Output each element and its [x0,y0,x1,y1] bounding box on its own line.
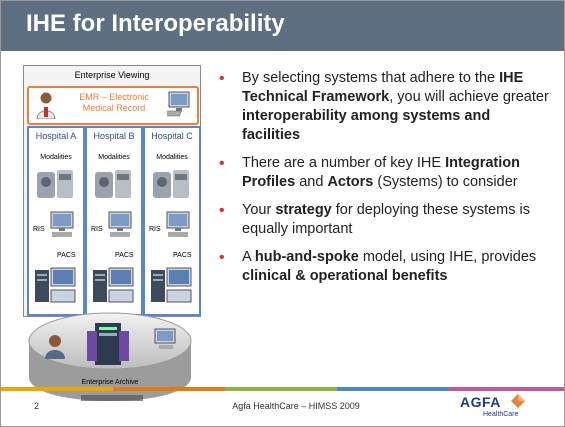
emr-label-line2: Medical Record [82,103,146,113]
pacs-server-icon [151,267,192,303]
workstation-icon [167,91,190,117]
bullet-text-bold: Actors [327,174,374,190]
bullet-text: model, using IHE, provides [358,249,537,265]
bullet-text: and [295,174,328,190]
bullet-text-bold: Integration Profiles [242,155,521,190]
footer-stripe-3 [225,387,337,391]
ris-workstation-icon [108,211,132,237]
ris-workstation-icon [50,211,74,237]
bullet-item: • There are a number of key IHE Integrati… [219,154,549,192]
hospital-b-ris: RIS [91,226,103,233]
hospital-c-ris: RIS [149,226,161,233]
enterprise-diagram: Enterprise Viewing EMR – Electronic Medi… [23,65,201,411]
bullet-text: for deploying these systems is equally i… [242,202,531,237]
title-bar: IHE for Interoperability [1,1,564,51]
enterprise-box: Enterprise Viewing EMR – Electronic Medi… [23,65,201,317]
bullet-text: , you will achieve greater [389,89,549,105]
ris-workstation-icon [166,211,190,237]
bullet-item: • A hub-and-spoke model, using IHE, provi… [219,248,549,286]
pacs-server-icon [35,267,76,303]
bullet-text: A [242,249,255,265]
footer-stripe-5 [449,387,564,391]
hospital-c-pacs: PACS [173,252,192,259]
bullet-text-bold: hub-and-spoke [254,249,359,265]
bullet-text: By selecting systems that adhere to the [242,70,500,86]
modalities-icon [37,170,73,198]
bullet-text: (Systems) to consider [373,174,518,190]
agfa-diamond-icon [511,394,525,408]
bullet-icon: • [219,70,225,87]
hospital-c-modalities: Modalities [156,154,188,161]
bullet-icon: • [219,155,225,172]
hospital-a-pacs: PACS [57,252,76,259]
enterprise-viewing-label: Enterprise Viewing [74,70,150,80]
hospital-a: Hospital A Modalities RIS PACS [27,126,85,316]
hospital-b-title: Hospital B [93,131,135,141]
hospital-b: Hospital B Modalities RIS PACS [85,126,143,316]
hospital-a-ris: RIS [33,226,45,233]
slide-title: IHE for Interoperability [26,10,285,37]
doctor-icon [36,92,56,119]
bullet-icon: • [219,249,225,266]
hospital-a-modalities: Modalities [40,154,72,161]
bullet-text-bold: interoperability among systems and facil… [242,108,491,143]
bullet-text-bold: IHE Technical Framework [242,70,524,105]
hospital-b-modalities: Modalities [98,154,130,161]
hospital-c: Hospital C Modalities RIS PACS [143,126,201,316]
enterprise-archive: Enterprise Archive [25,311,195,409]
hospital-c-title: Hospital C [151,131,193,141]
bullet-item: • By selecting systems that adhere to the… [219,69,549,145]
bullet-item: • Your strategy for deploying these syste… [219,201,549,239]
bullet-icon: • [219,202,225,219]
archive-disc-icon [28,312,192,401]
footer-text: Agfa HealthCare – HIMSS 2009 [232,401,360,411]
page-number: 2 [34,401,40,411]
modalities-icon [95,170,131,198]
bullet-text-bold: strategy [275,202,332,218]
hospital-a-title: Hospital A [35,131,77,141]
bullet-list: • By selecting systems that adhere to the… [219,69,549,295]
pacs-server-icon [93,267,134,303]
agfa-logo-sub: HealthCare [483,411,519,418]
emr-label: EMR – Electronic Medical Record [65,92,163,114]
bullet-text: Your [242,202,276,218]
emr-box: EMR – Electronic Medical Record [27,86,199,125]
modalities-icon [153,170,189,198]
bullet-text-bold: clinical & operational benefits [242,268,448,284]
emr-label-line1: EMR – Electronic [79,92,149,102]
footer-stripe-2 [113,387,225,391]
enterprise-archive-label: Enterprise Archive [81,379,139,386]
agfa-logo: AGFA [460,394,501,410]
footer-stripe-4 [337,387,449,391]
footer-stripe-1 [1,387,113,391]
bullet-text: There are a number of key IHE [242,155,446,171]
hospital-b-pacs: PACS [115,252,134,259]
